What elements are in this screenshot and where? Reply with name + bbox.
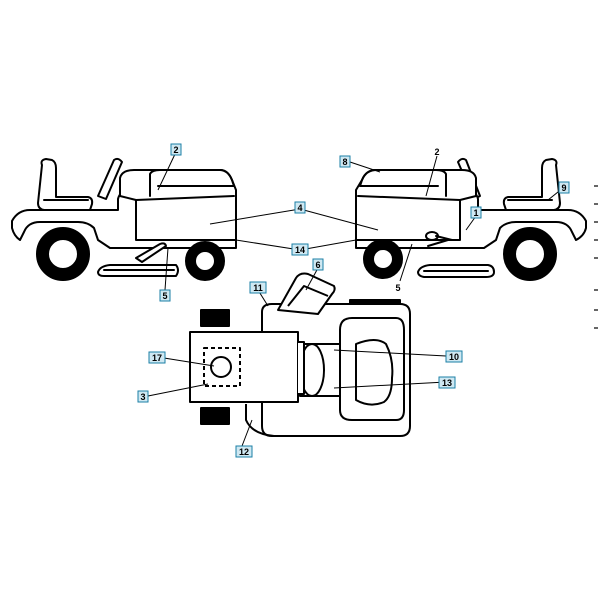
tractor-top-view (189, 272, 411, 437)
callout-10: 10 (445, 350, 463, 363)
callout-9: 9 (558, 181, 570, 194)
svg-text:11: 11 (253, 283, 263, 293)
callout-1: 1 (470, 206, 482, 219)
callout-5-right: 5 (395, 283, 400, 293)
svg-text:2: 2 (173, 145, 178, 155)
right-tractor-side-view (355, 157, 587, 281)
svg-text:14: 14 (295, 245, 305, 255)
callout-13: 13 (438, 376, 456, 389)
callout-5-left: 5 (159, 289, 171, 302)
svg-text:8: 8 (342, 157, 347, 167)
callout-3: 3 (137, 390, 149, 403)
svg-text:1: 1 (473, 208, 478, 218)
callout-6: 6 (312, 258, 324, 271)
callout-17: 17 (148, 351, 166, 364)
callout-12: 12 (235, 445, 253, 458)
svg-text:12: 12 (239, 447, 249, 457)
svg-text:17: 17 (152, 353, 162, 363)
svg-text:5: 5 (395, 283, 400, 293)
svg-text:5: 5 (162, 291, 167, 301)
left-tractor-side-view (11, 157, 237, 281)
svg-text:10: 10 (449, 352, 459, 362)
callout-14: 14 (291, 243, 309, 256)
svg-text:3: 3 (140, 392, 145, 402)
svg-text:13: 13 (442, 378, 452, 388)
svg-text:9: 9 (561, 183, 566, 193)
callout-2-left: 2 (170, 143, 182, 156)
right-edge-fragment (594, 185, 598, 329)
callout-11: 11 (249, 281, 267, 294)
callout-labels: 2 4 14 5 8 2 9 1 5 (137, 143, 570, 458)
svg-text:2: 2 (434, 147, 439, 157)
svg-text:4: 4 (297, 203, 302, 213)
callout-8: 8 (339, 155, 351, 168)
callout-2-right: 2 (434, 147, 439, 157)
svg-text:6: 6 (315, 260, 320, 270)
callout-4: 4 (294, 201, 306, 214)
